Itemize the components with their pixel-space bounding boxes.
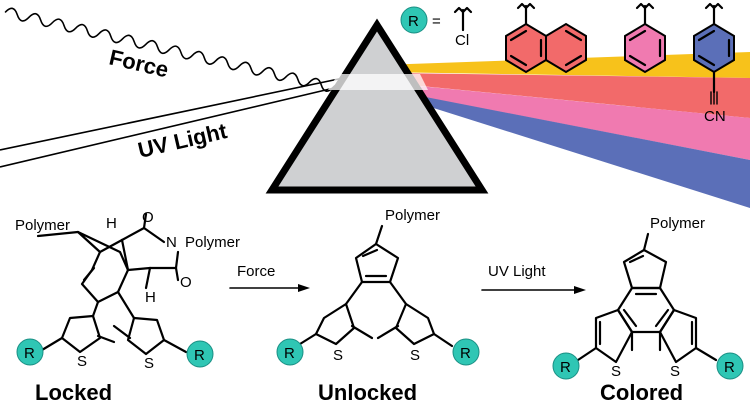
locked-r2: R (194, 347, 205, 364)
unlocked-molecule: Polymer S R S R Unlocked (276, 207, 480, 404)
locked-polymer-right: Polymer (185, 234, 240, 251)
unlocked-s2: S (410, 347, 420, 364)
uv-light-arrow: UV Light (481, 263, 586, 294)
unlocked-label: Unlocked (318, 380, 417, 404)
unlocked-r1: R (284, 345, 295, 362)
unlocked-s1: S (333, 347, 343, 364)
colored-r1: R (560, 359, 571, 376)
prism (265, 18, 489, 194)
locked-h-top: H (106, 215, 117, 232)
beam-pink (398, 84, 750, 160)
colored-r1-marker-icon (552, 352, 580, 380)
locked-o1: O (142, 209, 154, 226)
colored-s1: S (611, 363, 621, 380)
dispersion-beams (380, 52, 750, 208)
colored-r2-marker-icon (716, 352, 744, 380)
colored-polymer: Polymer (650, 215, 705, 232)
locked-molecule: Polymer Polymer H H N O O S R S (15, 209, 240, 404)
force-wave (4, 7, 346, 92)
uv-ray-2 (0, 78, 373, 168)
naphthyl-icon (505, 2, 587, 74)
unlocked-r1-marker-icon (276, 338, 304, 366)
uv-light-label: UV Light (136, 118, 230, 163)
locked-s1: S (77, 353, 87, 370)
beam-blue (405, 93, 750, 208)
locked-s2: S (144, 355, 154, 372)
colored-s2: S (670, 363, 680, 380)
locked-o2: O (180, 274, 192, 291)
colored-molecule: Polymer S S R R Colored (552, 215, 744, 404)
beam-red (390, 73, 750, 118)
r-equals: = (432, 13, 441, 30)
uv-ray-1 (0, 71, 373, 151)
cn-label: CN (704, 108, 726, 125)
r-symbol: R (408, 13, 419, 30)
r-marker-icon (400, 6, 428, 34)
unlocked-r2-marker-icon (452, 338, 480, 366)
cyanophenyl-icon: CN (693, 2, 735, 125)
force-arrow: Force (229, 263, 310, 292)
locked-r1-marker-icon (16, 338, 44, 366)
locked-n: N (166, 234, 177, 251)
uv-arrow-label: UV Light (488, 263, 546, 280)
locked-h-bottom: H (145, 289, 156, 306)
locked-r2-marker-icon (186, 340, 214, 368)
r-legend: R = Cl (400, 2, 735, 125)
unlocked-r2: R (460, 345, 471, 362)
locked-r1: R (24, 345, 35, 362)
force-label: Force (107, 45, 171, 83)
colored-label: Colored (600, 380, 683, 404)
locked-label: Locked (35, 380, 112, 404)
unlocked-polymer: Polymer (385, 207, 440, 224)
cl-label: Cl (455, 32, 469, 49)
force-arrow-label: Force (237, 263, 275, 280)
phenyl-icon (624, 2, 666, 74)
locked-polymer-left: Polymer (15, 217, 70, 234)
colored-r2: R (724, 359, 735, 376)
